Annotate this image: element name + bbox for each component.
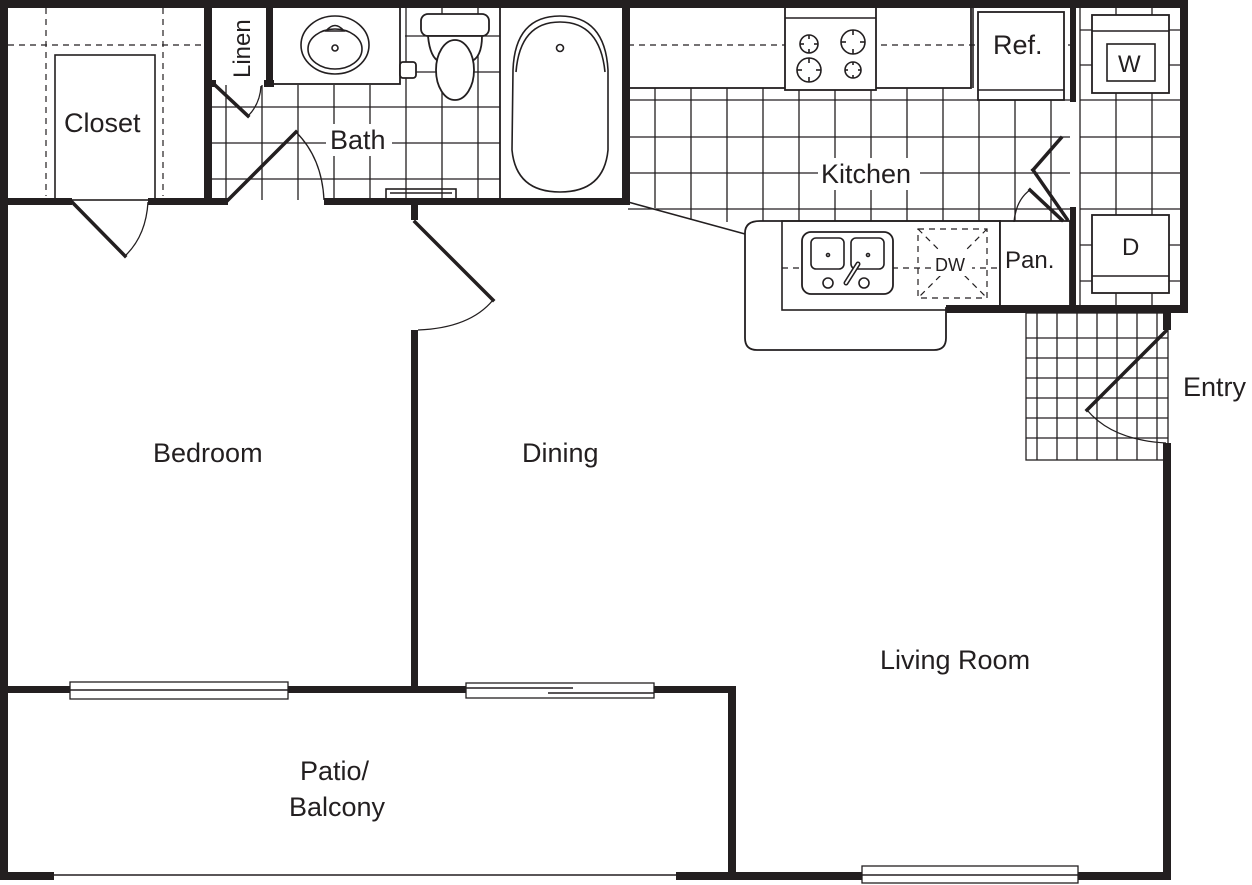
room-label-bedroom: Bedroom bbox=[153, 438, 263, 468]
dishwasher-label: DW bbox=[935, 255, 965, 275]
stove-icon bbox=[784, 5, 877, 91]
refrigerator-icon: Ref. bbox=[972, 6, 1065, 101]
bathtub-icon bbox=[499, 5, 627, 201]
closet-shelving bbox=[8, 8, 205, 201]
toilet-icon bbox=[420, 13, 490, 101]
washer-label: W bbox=[1118, 51, 1141, 78]
room-label-balcony: Balcony bbox=[289, 792, 386, 822]
room-label-linen: Linen bbox=[229, 19, 256, 78]
dryer-icon: D bbox=[1091, 214, 1170, 294]
towel-bar bbox=[385, 188, 457, 200]
room-label-patio: Patio/ bbox=[300, 756, 370, 786]
entry-door[interactable] bbox=[1084, 328, 1169, 444]
walls bbox=[0, 0, 1188, 880]
room-label-living-room: Living Room bbox=[880, 645, 1030, 675]
refrigerator-label: Ref. bbox=[993, 30, 1043, 60]
pantry-label: Pan. bbox=[1005, 247, 1054, 274]
sink-icon bbox=[801, 231, 894, 295]
room-label-entry: Entry bbox=[1183, 372, 1247, 402]
linen-door[interactable] bbox=[213, 83, 262, 119]
bath-door[interactable] bbox=[225, 129, 325, 203]
room-label-dining: Dining bbox=[522, 438, 599, 468]
bedroom-door[interactable] bbox=[412, 219, 496, 331]
pantry: Pan. bbox=[999, 220, 1071, 309]
bath-vanity bbox=[271, 5, 417, 85]
living-room-window bbox=[861, 865, 1079, 884]
room-label-kitchen: Kitchen bbox=[821, 159, 911, 189]
dishwasher-icon: DW bbox=[917, 228, 988, 299]
closet-door[interactable] bbox=[69, 199, 149, 259]
room-label-bath: Bath bbox=[330, 125, 386, 155]
entry-tile-grid bbox=[1025, 312, 1169, 461]
washer-icon: W bbox=[1091, 14, 1170, 94]
room-label-closet: Closet bbox=[64, 108, 141, 138]
patio-sliding-door bbox=[465, 682, 655, 699]
pantry-door[interactable] bbox=[1013, 135, 1070, 223]
dryer-label: D bbox=[1122, 234, 1139, 261]
bedroom-window bbox=[69, 681, 289, 700]
